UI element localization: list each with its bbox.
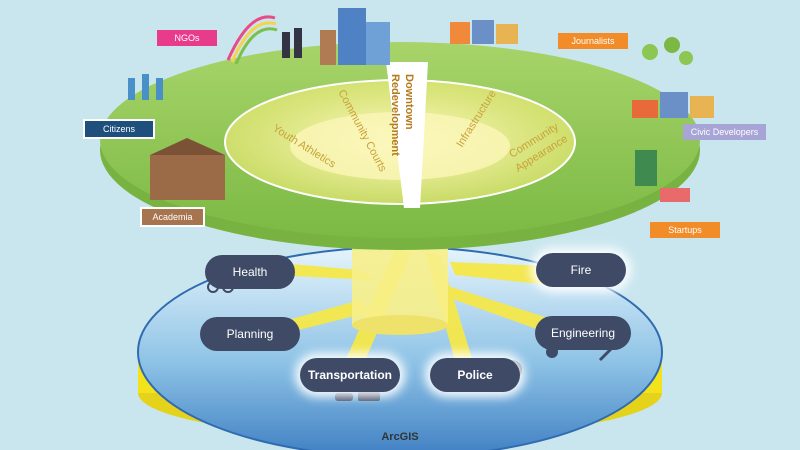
highlight-beam	[386, 62, 428, 208]
column-base	[352, 315, 448, 335]
top-platform	[100, 42, 700, 250]
department-planning: Planning	[200, 317, 300, 351]
department-fire: Fire	[536, 253, 626, 287]
rainbow-icon	[226, 15, 278, 65]
topic-downtown-line1: Downtown	[403, 74, 415, 130]
tree-icon	[642, 37, 693, 65]
people-group-citizens	[128, 74, 163, 100]
department-health: Health	[205, 255, 295, 289]
label-citizens: Citizens	[83, 119, 155, 139]
startup-scene	[635, 150, 690, 202]
city-buildings	[320, 8, 390, 65]
label-journalists: Journalists	[558, 33, 628, 49]
department-police: Police	[430, 358, 520, 392]
base-platform	[137, 246, 663, 450]
department-engineering: Engineering	[535, 316, 631, 350]
university-icon	[150, 138, 225, 200]
car-icon	[335, 392, 380, 401]
houses-civic-developers	[632, 92, 714, 118]
topic-downtown-line2: Redevelopment	[389, 74, 401, 156]
platform-label: ArcGIS	[381, 431, 419, 443]
central-column	[352, 245, 448, 325]
label-civic-developers: Civic Developers	[683, 124, 766, 140]
label-ngos: NGOs	[157, 30, 217, 46]
label-academia: Academia	[140, 207, 205, 227]
department-transportation: Transportation	[300, 358, 400, 392]
label-startups: Startups	[650, 222, 720, 238]
people-group-ngos	[282, 28, 302, 58]
houses-journalists	[450, 20, 518, 44]
